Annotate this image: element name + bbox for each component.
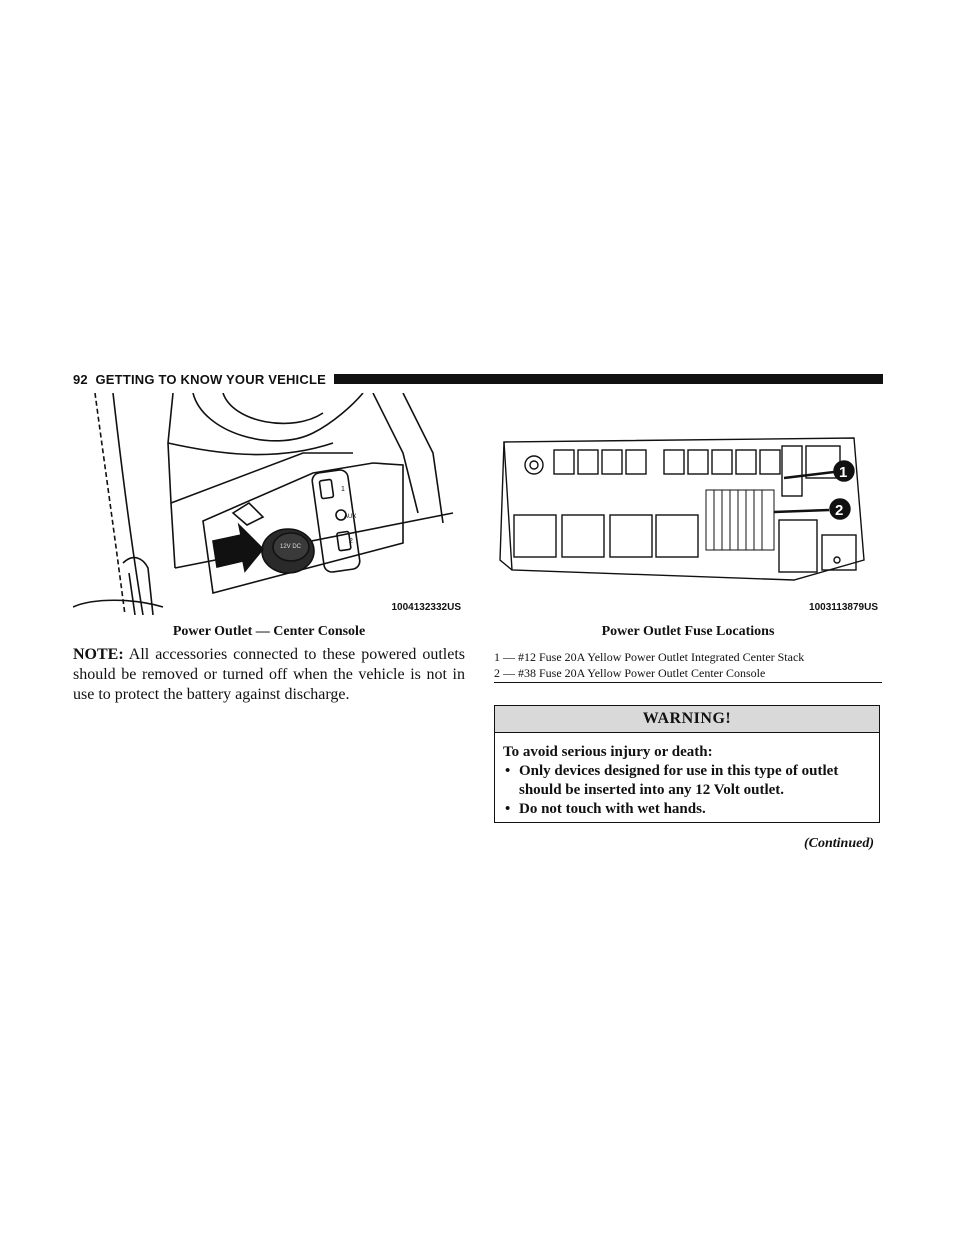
list-item: • Only devices designed for use in this t… [503,762,873,800]
note-paragraph: NOTE: All accessories connected to these… [73,645,465,705]
warning-box: WARNING! To avoid serious injury or deat… [494,705,880,823]
list-item: • Do not touch with wet hands. [503,800,873,819]
figure-caption: Power Outlet — Center Console [172,624,366,639]
section-title: GETTING TO KNOW YOUR VEHICLE [95,371,326,387]
warning-body: To avoid serious injury or death: • Only … [495,733,879,819]
warning-list: • Only devices designed for use in this t… [503,762,873,819]
power-outlet-illustration: 1 AUX 2 12V DC 1004132332US [73,393,465,615]
callout-1: 1 [839,464,847,481]
header-rule [333,374,883,384]
page-number: 92 [73,371,88,387]
figure-code: 1004132332US [391,602,461,613]
legend-item: 1 — #12 Fuse 20A Yellow Power Outlet Int… [494,650,805,664]
aux-label: AUX [344,514,356,520]
warning-title: WARNING! [495,706,879,733]
port-2-label: 2 [349,538,353,545]
fuse-box-drawing: 1 2 [499,437,865,581]
port-1-label: 1 [341,486,345,493]
console-drawing: 1 AUX 2 12V DC [73,393,454,615]
fuse-legend: 1 — #12 Fuse 20A Yellow Power Outlet Int… [494,650,882,681]
list-item-text: Do not touch with wet hands. [519,801,706,817]
list-item-text: Only devices designed for use in this ty… [519,763,839,798]
note-text: All accessories connected to these power… [73,646,466,703]
callout-2: 2 [835,502,843,519]
legend-item: 2 — #38 Fuse 20A Yellow Power Outlet Cen… [494,665,766,680]
figure-code: 1003113879US [809,602,878,613]
warning-intro: To avoid serious injury or death: [503,744,713,760]
note-label: NOTE: [73,646,124,663]
header-text: 92 GETTING TO KNOW YOUR VEHICLE [73,372,334,387]
bullet: • [505,763,511,779]
fuse-box-illustration: 1 2 1003113879US [494,420,882,615]
bullet: • [505,801,511,817]
continued-marker: (Continued) [803,836,874,851]
legend-rule [494,682,882,683]
page-header: 92 GETTING TO KNOW YOUR VEHICLE [73,368,883,390]
figure-caption: Power Outlet Fuse Locations [601,624,775,639]
cap-label: 12V DC [280,544,302,550]
